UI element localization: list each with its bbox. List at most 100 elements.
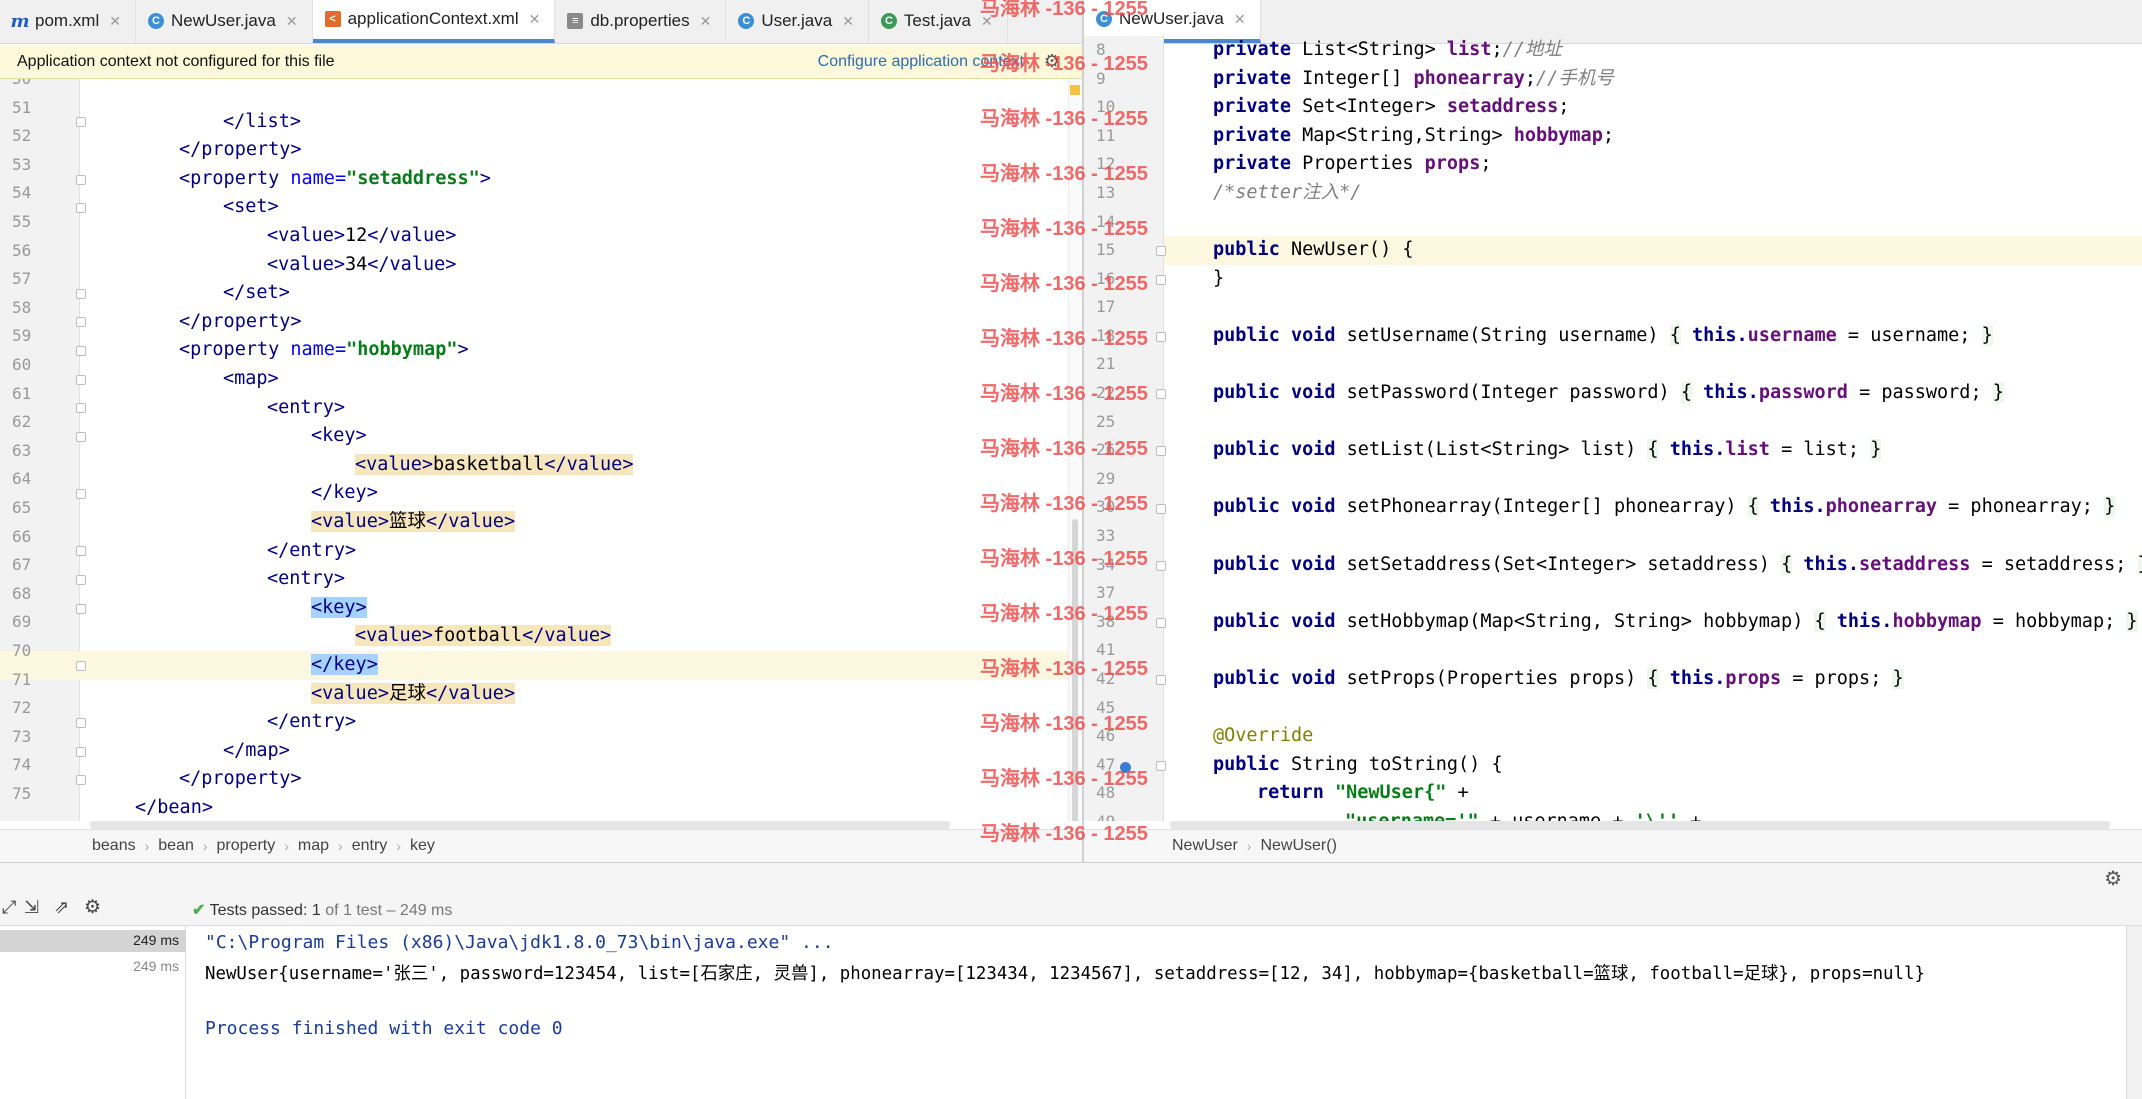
line-number: 8 bbox=[1096, 40, 1106, 59]
fold-marker-icon[interactable] bbox=[1156, 761, 1166, 771]
test-tree[interactable]: 249 ms 249 ms bbox=[0, 926, 186, 1099]
breadcrumb-item[interactable]: NewUser bbox=[1172, 837, 1238, 854]
code-line: </list> bbox=[223, 110, 301, 132]
breadcrumb-item[interactable]: NewUser() bbox=[1260, 837, 1337, 854]
code-line: private Integer[] phonearray;//手机号 bbox=[1213, 67, 1614, 89]
fold-marker-icon[interactable] bbox=[1156, 561, 1166, 571]
fold-marker-icon[interactable] bbox=[1156, 389, 1166, 399]
fold-marker-icon[interactable] bbox=[1156, 618, 1166, 628]
tab-db-properties[interactable]: ≡db.properties✕ bbox=[555, 0, 727, 43]
gear-icon[interactable]: ⚙ bbox=[84, 897, 102, 918]
line-number: 37 bbox=[1096, 583, 1116, 603]
code-line: <entry> bbox=[267, 396, 345, 418]
close-icon[interactable]: ✕ bbox=[285, 12, 298, 29]
line-number: 65 bbox=[12, 498, 32, 517]
fold-marker-icon[interactable] bbox=[76, 489, 86, 499]
fold-marker-icon[interactable] bbox=[76, 203, 86, 213]
fold-marker-icon[interactable] bbox=[1156, 446, 1166, 456]
fold-marker-icon[interactable] bbox=[1156, 504, 1166, 514]
xml-horizontal-scrollbar[interactable] bbox=[90, 821, 950, 829]
line-number: 64 bbox=[12, 469, 32, 489]
splitter[interactable] bbox=[1082, 0, 1084, 862]
breadcrumb-item[interactable]: property bbox=[216, 837, 276, 854]
fold-marker-icon[interactable] bbox=[76, 117, 86, 127]
code-line: <value>football</value> bbox=[355, 625, 612, 647]
gear-icon[interactable]: ⚙ bbox=[1043, 51, 1060, 71]
line-number: 72 bbox=[12, 698, 32, 718]
java-horizontal-scrollbar[interactable] bbox=[1170, 821, 2110, 829]
close-icon[interactable]: ✕ bbox=[528, 10, 541, 27]
collapse-icon[interactable]: ⤢ bbox=[2, 897, 17, 917]
sort-icon[interactable]: ⇲ bbox=[24, 897, 40, 917]
fold-marker-icon[interactable] bbox=[76, 175, 86, 185]
error-stripe[interactable] bbox=[1068, 79, 1082, 821]
close-icon[interactable]: ✕ bbox=[699, 12, 712, 29]
fold-marker-icon[interactable] bbox=[76, 432, 86, 442]
xml-code[interactable]: </list> </property> <property name="seta… bbox=[90, 79, 1070, 821]
fold-marker-icon[interactable] bbox=[76, 546, 86, 556]
xml-editor[interactable]: 5051525354555657585960616263646566676869… bbox=[0, 79, 1082, 821]
test-row-selected[interactable] bbox=[0, 930, 186, 952]
fold-marker-icon[interactable] bbox=[76, 775, 86, 785]
line-number: 55 bbox=[12, 212, 32, 231]
console-scrollbar[interactable] bbox=[2126, 926, 2142, 1099]
code-line: } bbox=[1213, 267, 1225, 289]
xml-file-icon: < bbox=[324, 11, 341, 27]
code-line: </property> bbox=[179, 139, 302, 161]
fold-marker-icon[interactable] bbox=[76, 575, 86, 585]
code-line: public void setProps(Properties props) {… bbox=[1213, 668, 1904, 689]
fold-marker-icon[interactable] bbox=[76, 403, 86, 413]
override-marker-icon[interactable] bbox=[1120, 762, 1131, 773]
fold-marker-icon[interactable] bbox=[76, 747, 86, 757]
vertical-scrollbar[interactable] bbox=[1072, 519, 1078, 821]
fold-marker-icon[interactable] bbox=[76, 289, 86, 299]
line-number: 69 bbox=[12, 612, 32, 632]
close-icon[interactable]: ✕ bbox=[109, 12, 121, 29]
tab-applicationcontext-xml[interactable]: <applicationContext.xml✕ bbox=[312, 0, 556, 43]
code-line: </entry> bbox=[267, 539, 357, 561]
code-line: <key> bbox=[311, 596, 367, 618]
code-line: </key> bbox=[311, 482, 378, 504]
line-number: 17 bbox=[1096, 297, 1116, 317]
java-code[interactable]: private List<String> list;//地址 private I… bbox=[1174, 36, 2142, 821]
fold-marker-icon[interactable] bbox=[76, 661, 86, 671]
java-class-icon: C bbox=[147, 13, 164, 29]
code-line: <key> bbox=[311, 425, 367, 447]
console-output[interactable]: "C:\Program Files (x86)\Java\jdk1.8.0_73… bbox=[186, 926, 2126, 1099]
close-icon[interactable]: ✕ bbox=[981, 12, 993, 29]
line-number: 53 bbox=[12, 154, 32, 174]
gear-icon[interactable]: ⚙ bbox=[2104, 868, 2122, 890]
breadcrumb-item[interactable]: entry bbox=[351, 837, 388, 854]
code-line: <value>篮球</value> bbox=[311, 511, 516, 532]
fold-marker-icon[interactable] bbox=[1156, 332, 1166, 342]
fold-marker-icon[interactable] bbox=[76, 375, 86, 385]
fold-marker-icon[interactable] bbox=[76, 604, 86, 614]
line-number: 42 bbox=[1096, 669, 1116, 688]
line-number: 59 bbox=[12, 326, 32, 346]
fold-marker-icon[interactable] bbox=[1156, 275, 1166, 285]
code-line: <property name="hobbymap"> bbox=[179, 339, 469, 361]
close-icon[interactable]: ✕ bbox=[842, 12, 854, 29]
breadcrumb-item[interactable]: bean bbox=[158, 837, 194, 854]
fold-marker-icon[interactable] bbox=[76, 346, 86, 356]
code-line: private List<String> list;//地址 bbox=[1213, 39, 1562, 60]
warning-marker[interactable] bbox=[1070, 85, 1080, 95]
breadcrumb-item[interactable]: key bbox=[409, 837, 435, 854]
export-icon[interactable]: ⇗ bbox=[54, 897, 70, 917]
fold-marker-icon[interactable] bbox=[76, 317, 86, 327]
configure-context-link[interactable]: Configure application context bbox=[817, 52, 1024, 70]
close-icon[interactable]: ✕ bbox=[1233, 10, 1246, 27]
breadcrumb-item[interactable]: beans bbox=[92, 837, 136, 854]
breadcrumb-item[interactable]: map bbox=[297, 837, 330, 854]
fold-marker-icon[interactable] bbox=[1156, 246, 1166, 256]
fold-marker-icon[interactable] bbox=[1156, 675, 1166, 685]
code-line: private Set<Integer> setaddress; bbox=[1213, 96, 1570, 118]
fold-marker-icon[interactable] bbox=[76, 718, 86, 728]
